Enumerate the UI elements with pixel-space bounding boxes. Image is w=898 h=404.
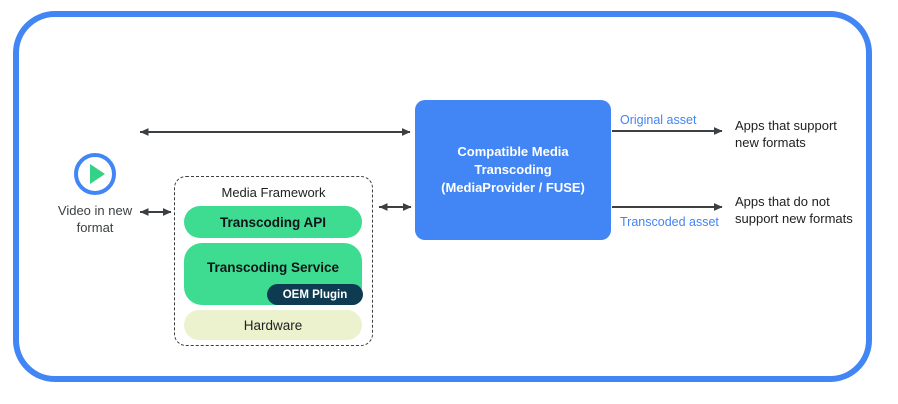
play-circle-icon xyxy=(74,153,116,195)
outer-frame-border xyxy=(13,11,872,382)
play-circle-ring xyxy=(74,153,116,195)
play-triangle-icon xyxy=(90,164,105,184)
original-asset-label: Original asset xyxy=(620,113,697,127)
layer-transcoding-service-label: Transcoding Service xyxy=(206,259,340,275)
compatible-media-transcoding-label: Compatible Media Transcoding (MediaProvi… xyxy=(441,144,585,195)
apps-no-support-new-formats-label: Apps that do not support new formats xyxy=(735,194,853,226)
oem-plugin-badge-label: OEM Plugin xyxy=(282,288,348,301)
apps-support-new-formats-label: Apps that support new formats xyxy=(735,118,837,150)
layer-transcoding-api[interactable]: Transcoding API xyxy=(184,206,362,238)
transcoded-asset-label: Transcoded asset xyxy=(620,215,719,229)
layer-hardware[interactable]: Hardware xyxy=(184,310,362,340)
layer-transcoding-api-label: Transcoding API xyxy=(219,214,327,230)
media-framework-group xyxy=(174,176,373,346)
video-source-caption: Video in new format xyxy=(57,203,133,235)
media-framework-title: Media Framework xyxy=(221,185,326,200)
compatible-media-transcoding-box[interactable]: Compatible Media Transcoding (MediaProvi… xyxy=(415,100,611,240)
oem-plugin-badge[interactable]: OEM Plugin xyxy=(267,284,363,305)
layer-hardware-label: Hardware xyxy=(243,317,303,333)
